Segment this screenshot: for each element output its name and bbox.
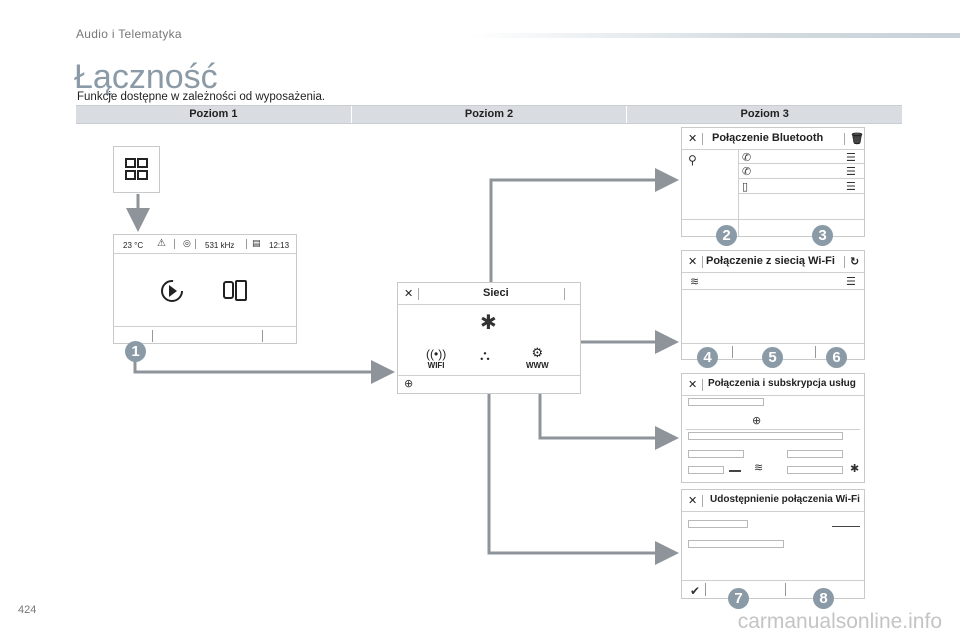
arrow-home-to-sieci — [133, 356, 395, 384]
search-icon[interactable]: ⚲ — [688, 153, 697, 167]
page-title: Łączność — [74, 58, 218, 96]
share-icon[interactable]: ⛬ — [480, 347, 490, 363]
step-badge-6: 6 — [826, 347, 847, 368]
service-field[interactable] — [787, 450, 843, 458]
arrow-www-to-services — [538, 372, 679, 450]
device-settings-icon[interactable]: ☰ — [846, 181, 856, 193]
wifi-signal-icon[interactable]: ≋ — [690, 276, 700, 288]
section-header: Audio i Telematyka — [76, 27, 182, 41]
globe-icon[interactable]: ⊕ — [404, 378, 414, 390]
watermark: carmanualsonline.info — [737, 610, 942, 633]
device-settings-icon[interactable]: ☰ — [846, 166, 856, 178]
services-screen: ✕ Połączenia i subskrypcja usług ⊕ ≋ ✱ — [681, 373, 865, 483]
globe-icon[interactable]: ⊕ — [752, 415, 762, 427]
sieci-screen: ✕ Sieci ✱ ((•)) WIFI ⛬ ⚙ WWW ⊕ — [397, 282, 581, 394]
wifi-signal-icon[interactable]: ≋ — [754, 462, 764, 474]
level-2-label: Poziom 2 — [352, 106, 628, 123]
service-field[interactable] — [688, 466, 724, 474]
step-badge-1: 1 — [125, 341, 146, 362]
wifi-button[interactable]: ((•)) WIFI — [426, 347, 446, 370]
arrow-wifi-to-hotspot — [487, 378, 679, 565]
step-badge-7: 7 — [728, 588, 749, 609]
warning-icon[interactable]: ⚠ — [157, 238, 166, 249]
home-screen: 23 °C ⚠ ◎ 531 kHz ▤ 12:13 — [113, 234, 297, 344]
hotspot-screen: ✕ Udostępnienie połączenia Wi-Fi ✔ — [681, 489, 865, 599]
levels-bar: Poziom 1 Poziom 2 Poziom 3 — [76, 105, 902, 124]
clock-readout: 12:13 — [269, 241, 290, 250]
hotspot-title: Udostępnienie połączenia Wi-Fi — [710, 494, 860, 505]
wifi-screen: ✕ Połączenie z siecią Wi-Fi ↻ ≋ ☰ — [681, 250, 865, 360]
bluetooth-screen: ✕ Połączenie Bluetooth 🗑 ⚲ ✆ ✆ ▯ ☰ ☰ ☰ — [681, 127, 865, 237]
page-subtitle: Funkcje dostępne w zależności od wyposaż… — [77, 91, 326, 103]
usb-icon[interactable] — [729, 470, 741, 472]
device-settings-icon[interactable]: ☰ — [846, 152, 856, 164]
refresh-icon[interactable]: ↻ — [850, 256, 860, 268]
hotspot-field[interactable] — [688, 520, 748, 528]
trash-icon[interactable]: 🗑 — [850, 133, 864, 145]
step-badge-3: 3 — [812, 225, 833, 246]
confirm-icon[interactable]: ✔ — [690, 584, 701, 598]
phone-icon[interactable]: ✆ — [742, 152, 752, 164]
services-title: Połączenia i subskrypcja usług — [708, 378, 856, 389]
bluetooth-title: Połączenie Bluetooth — [712, 132, 824, 144]
www-label: WWW — [526, 361, 549, 370]
grid-menu-icon — [125, 158, 148, 180]
close-icon[interactable]: ✕ — [688, 256, 698, 268]
page-number: 424 — [18, 604, 37, 616]
service-field[interactable] — [688, 450, 744, 458]
www-gear-icon: ⚙ — [531, 345, 544, 360]
step-badge-4: 4 — [697, 347, 718, 368]
close-icon[interactable]: ✕ — [688, 495, 698, 507]
wifi-title: Połączenie z siecią Wi-Fi — [706, 255, 835, 267]
slider-icon[interactable] — [832, 526, 860, 527]
sieci-header: ✕ Sieci — [398, 283, 580, 305]
close-icon[interactable]: ✕ — [404, 288, 414, 300]
connectivity-play-icon[interactable] — [160, 279, 184, 303]
level-1-label: Poziom 1 — [76, 106, 352, 123]
temperature-readout: 23 °C — [123, 241, 144, 250]
phone-icon[interactable]: ✆ — [742, 166, 752, 178]
arrow-bt-to-bluetooth — [489, 168, 679, 316]
menu-button[interactable] — [113, 146, 160, 193]
www-button[interactable]: ⚙ WWW — [526, 345, 549, 370]
level-3-label: Poziom 3 — [740, 108, 789, 120]
wifi-label: WIFI — [427, 361, 445, 370]
step-badge-8: 8 — [813, 588, 834, 609]
wifi-icon: ((•)) — [426, 347, 447, 361]
radio-icon[interactable]: ◎ — [183, 238, 191, 248]
header-rule — [470, 33, 960, 38]
sieci-title: Sieci — [483, 287, 509, 299]
hotspot-field[interactable] — [688, 540, 784, 548]
service-field[interactable] — [688, 432, 843, 440]
service-field[interactable] — [787, 466, 843, 474]
close-icon[interactable]: ✕ — [688, 133, 698, 145]
bluetooth-icon[interactable]: ✱ — [480, 312, 497, 334]
bluetooth-icon[interactable]: ✱ — [850, 463, 860, 475]
step-badge-2: 2 — [716, 225, 737, 246]
smartphone-icon[interactable]: ▯ — [742, 181, 749, 193]
service-field[interactable] — [688, 398, 764, 406]
frequency-readout: 531 kHz — [205, 241, 235, 250]
phone-mirror-icon[interactable] — [222, 279, 248, 303]
close-icon[interactable]: ✕ — [688, 379, 698, 391]
step-badge-5: 5 — [762, 347, 783, 368]
media-icon[interactable]: ▤ — [252, 238, 261, 248]
network-settings-icon[interactable]: ☰ — [846, 276, 856, 288]
